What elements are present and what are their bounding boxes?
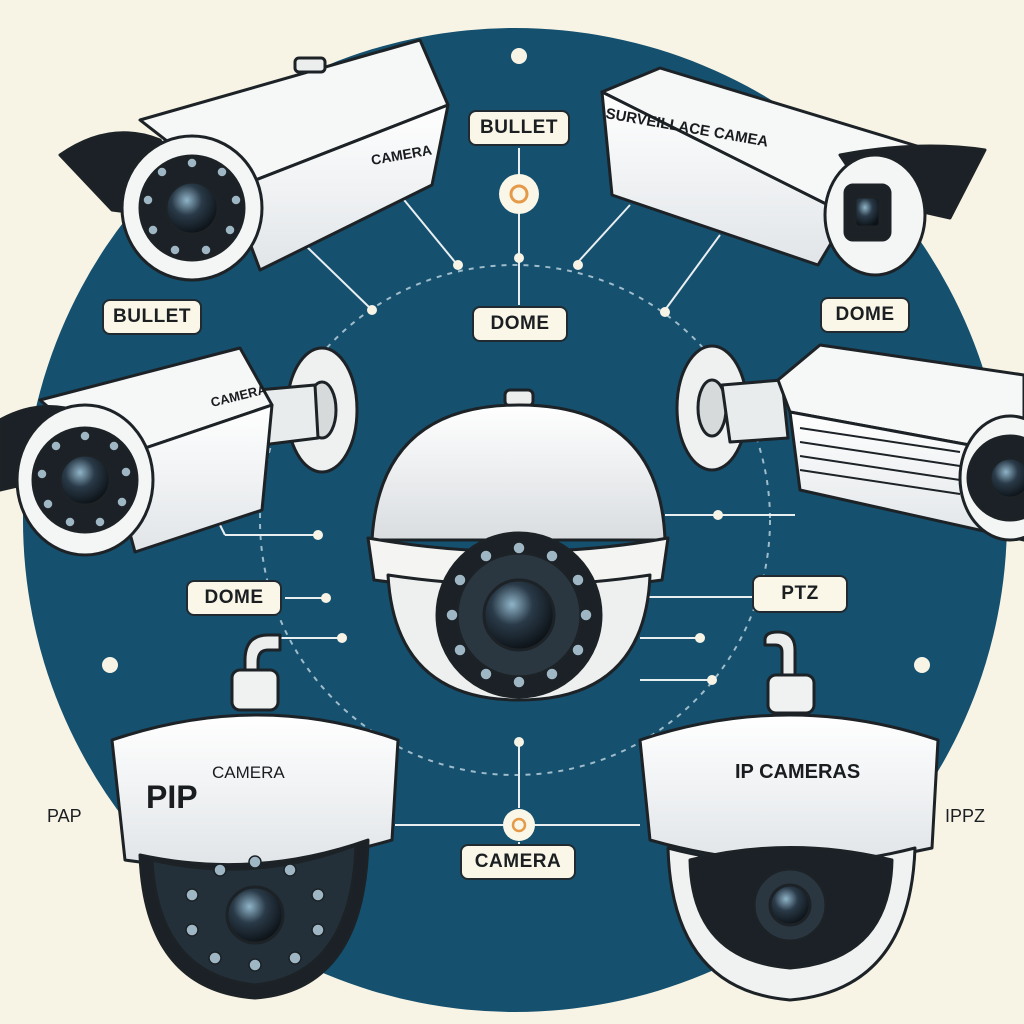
label-camera-bottom: CAMERA <box>460 844 576 880</box>
bottom-left-camera-big-text: PIP <box>146 779 198 815</box>
label-ippz: IPPZ <box>945 806 986 826</box>
dome-camera-bottom-left <box>110 633 400 1000</box>
label-ptz: PTZ <box>752 575 848 613</box>
bottom-node-icon <box>503 809 535 841</box>
label-pap: PAP <box>47 806 82 826</box>
connector-dots <box>102 48 930 747</box>
label-dome-center: DOME <box>472 306 568 342</box>
label-bullet-top: BULLET <box>468 110 570 146</box>
bottom-right-camera-text: IP CAMERAS <box>735 761 860 783</box>
surveillance-camera-top-right <box>600 66 987 277</box>
dome-camera-bottom-right <box>638 630 940 1002</box>
label-dome-left: DOME <box>186 580 282 616</box>
inner-orbit <box>259 264 771 776</box>
label-bullet-left: BULLET <box>102 299 202 335</box>
center-node-icon <box>499 174 539 214</box>
bullet-camera-mid-right <box>675 343 1024 542</box>
label-dome-right: DOME <box>820 297 910 333</box>
dome-camera-center <box>366 388 670 702</box>
bullet-camera-mid-left <box>0 346 359 557</box>
connector-lines <box>214 148 795 850</box>
bullet-camera-top-left <box>58 38 450 282</box>
bottom-left-camera-small-text: CAMERA <box>212 763 285 782</box>
